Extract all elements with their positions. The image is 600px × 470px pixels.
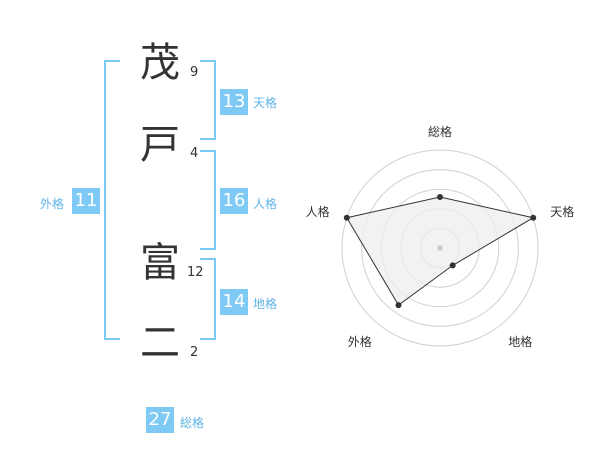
radar-point-外格 xyxy=(395,302,402,309)
radar-data-polygon xyxy=(346,196,535,306)
jinkaku-score-badge: 16 xyxy=(220,188,248,214)
name-char-2: 戸 xyxy=(140,122,180,168)
radar-point-人格 xyxy=(343,214,350,221)
tenkaku-label: 天格 xyxy=(253,96,278,110)
radar-axis-label-人格: 人格 xyxy=(306,204,330,219)
radar-axis-label-地格: 地格 xyxy=(508,334,532,349)
radar-grid-ring-5 xyxy=(341,149,539,347)
stroke-count-4: 2 xyxy=(190,345,199,360)
jinkaku-label: 人格 xyxy=(253,197,278,211)
chikaku-bracket xyxy=(200,258,216,340)
name-char-3: 富 xyxy=(140,240,180,286)
name-char-4: 二 xyxy=(140,320,180,366)
stroke-count-3: 12 xyxy=(187,265,204,280)
chikaku-label: 地格 xyxy=(253,297,278,311)
jinkaku-bracket xyxy=(200,150,216,250)
radar-point-地格 xyxy=(449,262,456,269)
gaikaku-bracket xyxy=(104,60,120,340)
chikaku-score-badge: 14 xyxy=(220,289,248,315)
name-char-1: 茂 xyxy=(140,40,180,86)
radar-point-総格 xyxy=(437,194,443,200)
tenkaku-score-badge: 13 xyxy=(220,89,248,115)
radar-point-天格 xyxy=(530,214,537,221)
tenkaku-bracket xyxy=(200,60,216,140)
radar-axis-label-外格: 外格 xyxy=(348,334,372,349)
soukaku-label: 総格 xyxy=(180,416,205,430)
radar-axis-label-総格: 総格 xyxy=(428,124,452,139)
stroke-count-2: 4 xyxy=(190,146,199,161)
radar-grid-ring-4 xyxy=(361,169,519,327)
gaikaku-score-badge: 11 xyxy=(72,188,100,214)
radar-center-dot xyxy=(437,245,443,251)
stroke-count-1: 9 xyxy=(190,65,199,80)
gaikaku-label: 外格 xyxy=(40,197,65,211)
soukaku-score-badge: 27 xyxy=(146,407,174,433)
radar-axis-label-天格: 天格 xyxy=(550,204,574,219)
